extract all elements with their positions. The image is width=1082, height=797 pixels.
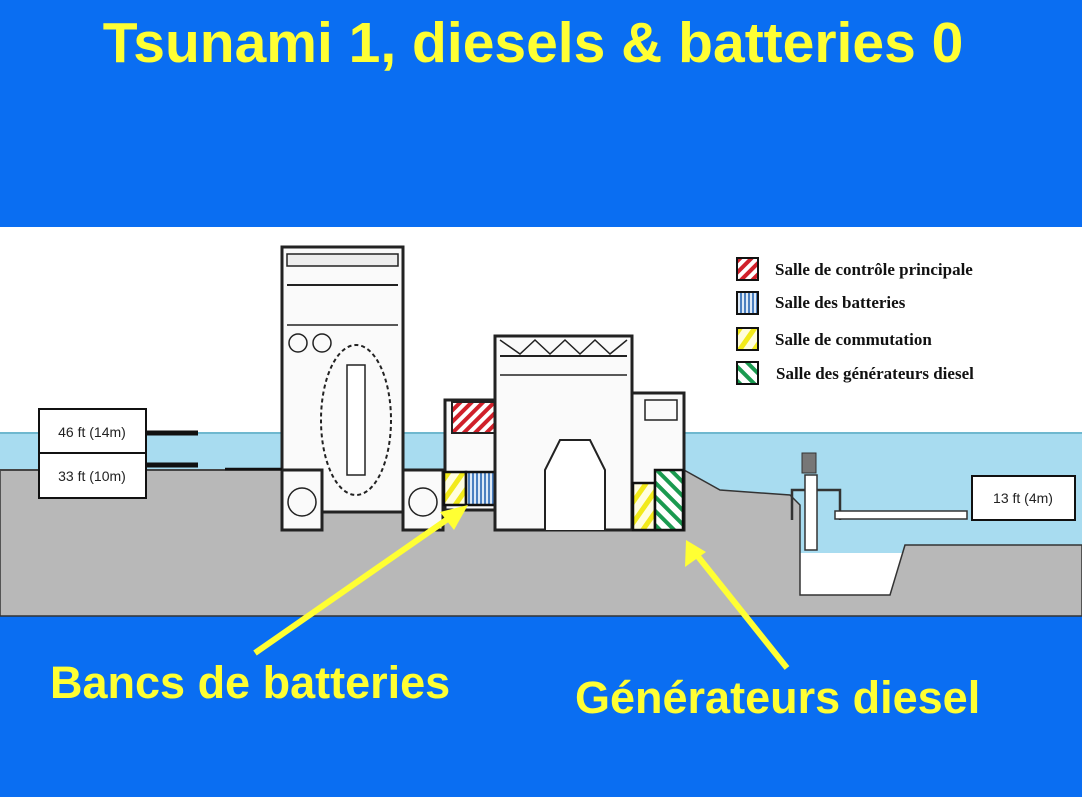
svg-text:13 ft (4m): 13 ft (4m) [993, 490, 1053, 506]
switchgear-room-2 [631, 481, 657, 532]
legend-swatch-switchgear-room [736, 327, 759, 351]
label-battery-banks: Bancs de batteries [50, 657, 451, 708]
legend-swatch-battery-room [736, 291, 759, 315]
switchgear-room-1 [442, 470, 468, 507]
label-diesel-generators: Générateurs diesel [575, 672, 981, 723]
slide-title: Tsunami 1, diesels & batteries 0 [102, 11, 964, 75]
svg-text:Salle des générateurs diesel: Salle des générateurs diesel [776, 364, 974, 383]
arrow-batteries [253, 505, 468, 656]
svg-text:46 ft (14m): 46 ft (14m) [58, 424, 126, 440]
legend-swatch-diesel-room [736, 361, 759, 385]
ground [0, 469, 1082, 617]
battery-room [464, 470, 498, 507]
svg-text:Salle de contrôle principale: Salle de contrôle principale [775, 260, 973, 279]
level-marker-13ft: 13 ft (4m) [971, 475, 1076, 521]
diesel-generator-room [653, 468, 685, 532]
svg-text:33 ft (10m): 33 ft (10m) [58, 468, 126, 484]
main-control-room [451, 401, 497, 434]
svg-text:Salle de commutation: Salle de commutation [775, 330, 932, 349]
level-marker-33ft: 33 ft (10m) [38, 452, 282, 499]
svg-text:Salle des batteries: Salle des batteries [775, 293, 906, 312]
legend: Salle de contrôle principale Salle des b… [736, 257, 974, 385]
arrow-diesel [685, 540, 790, 670]
seawater-intake [790, 452, 968, 551]
legend-swatch-control-room [736, 257, 759, 281]
reactor-building [280, 245, 445, 532]
level-marker-46ft: 46 ft (14m) [38, 408, 198, 454]
